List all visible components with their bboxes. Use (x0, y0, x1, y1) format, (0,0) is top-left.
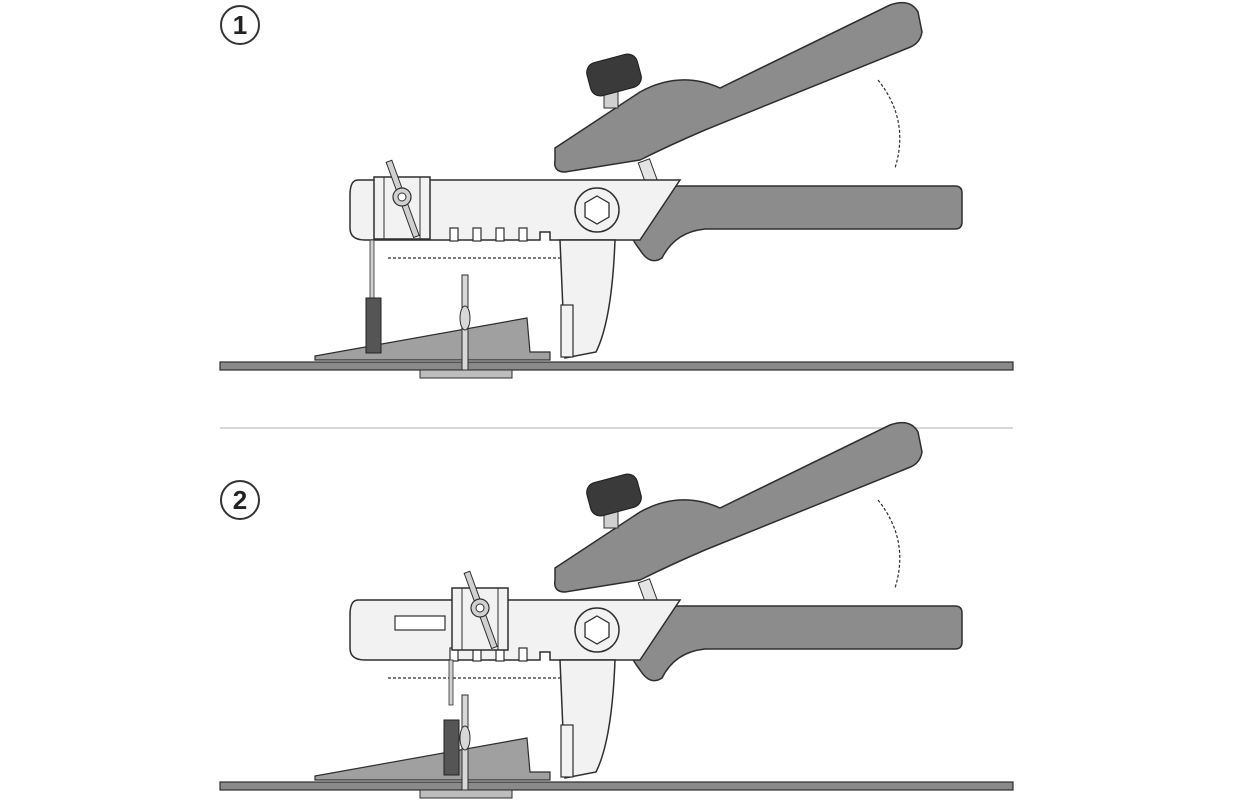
step-1-label: 1 (220, 5, 260, 45)
step-1-illustration (219, 1, 1014, 379)
step-2-label: 2 (220, 480, 260, 520)
step-2-illustration (219, 421, 1014, 799)
